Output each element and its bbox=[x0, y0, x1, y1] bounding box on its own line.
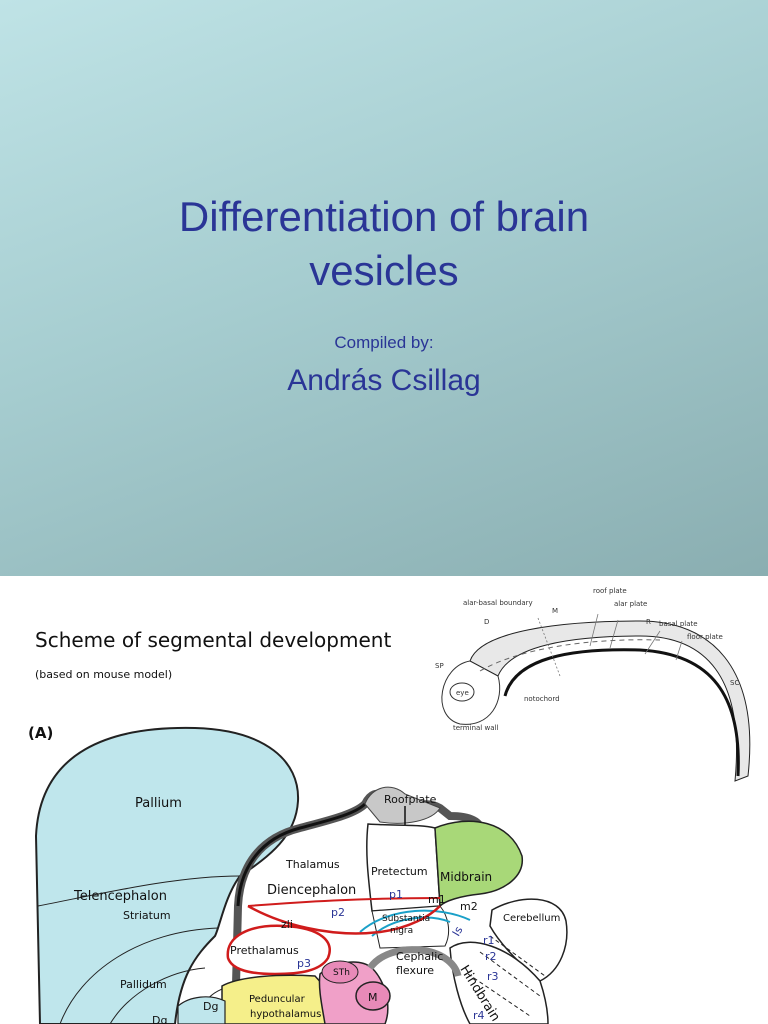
label-thalamus: Thalamus bbox=[285, 858, 340, 871]
label-r1: r1 bbox=[483, 934, 495, 947]
label-dg-2: Dg bbox=[152, 1014, 167, 1024]
inset-label-d: D bbox=[484, 618, 489, 626]
label-zli: zli bbox=[281, 918, 293, 931]
label-midbrain: Midbrain bbox=[440, 870, 492, 884]
diagram-subtitle: (based on mouse model) bbox=[35, 668, 173, 681]
panel-label: (A) bbox=[28, 724, 53, 742]
diagram-title: Scheme of segmental development bbox=[35, 628, 392, 652]
inset-label-floor-plate: floor plate bbox=[687, 633, 723, 641]
label-cephalic: Cephalic bbox=[396, 950, 443, 963]
label-diencephalon: Diencephalon bbox=[267, 883, 356, 898]
label-pallidum: Pallidum bbox=[120, 978, 167, 991]
label-p1: p1 bbox=[389, 888, 403, 901]
label-telencephalon: Telencephalon bbox=[73, 889, 167, 904]
inset-label-alar-plate: alar plate bbox=[614, 600, 647, 608]
label-hypothalamus: hypothalamus bbox=[250, 1009, 321, 1020]
neural-tube-inset: roof plate alar-basal boundary alar plat… bbox=[435, 587, 751, 782]
label-p3: p3 bbox=[297, 957, 311, 970]
label-dg: Dg bbox=[203, 1000, 218, 1013]
inset-label-roof-plate: roof plate bbox=[593, 587, 627, 595]
inset-label-terminal-wall: terminal wall bbox=[453, 724, 498, 732]
slide-title: Differentiation of brain vesicles bbox=[0, 190, 768, 298]
prethalamus-region bbox=[226, 924, 331, 976]
label-r2: r2 bbox=[485, 950, 497, 963]
label-peduncular: Peduncular bbox=[249, 994, 306, 1005]
cerebellum-region bbox=[489, 898, 568, 982]
label-m1: m1 bbox=[428, 893, 446, 906]
inset-label-m: M bbox=[552, 607, 558, 615]
label-prethalamus: Prethalamus bbox=[230, 944, 299, 957]
pallium-region bbox=[34, 726, 300, 1024]
diagram-slide: Scheme of segmental development (based o… bbox=[0, 576, 768, 1024]
brain-scheme: Pallium Telencephalon Striatum Pallidum … bbox=[34, 726, 568, 1024]
inset-label-alar-basal-boundary: alar-basal boundary bbox=[463, 599, 533, 607]
inset-label-basal-plate: basal plate bbox=[659, 620, 698, 628]
title-line-1: Differentiation of brain bbox=[178, 193, 590, 240]
label-r4: r4 bbox=[473, 1009, 485, 1022]
label-m: M bbox=[368, 991, 378, 1004]
label-substantia: Substantia bbox=[382, 914, 430, 924]
midbrain-region bbox=[434, 820, 523, 908]
label-sth: STh bbox=[333, 968, 350, 978]
inset-label-eye: eye bbox=[456, 689, 469, 697]
label-m2: m2 bbox=[460, 900, 478, 913]
label-nigra: nigra bbox=[390, 926, 413, 936]
title-slide: Differentiation of brain vesicles Compil… bbox=[0, 0, 768, 576]
compiled-by-label: Compiled by: bbox=[334, 333, 434, 352]
eye-shape bbox=[449, 682, 475, 702]
title-line-2: vesicles bbox=[309, 247, 459, 294]
label-roofplate: Roofplate bbox=[384, 793, 437, 806]
sth-nucleus bbox=[321, 960, 359, 984]
label-is: Is bbox=[450, 924, 466, 939]
m-nucleus bbox=[355, 981, 391, 1011]
inset-label-sc: SC bbox=[730, 679, 739, 687]
label-pallium: Pallium bbox=[135, 796, 182, 811]
inset-label-r: R bbox=[646, 618, 651, 626]
inset-label-sp: SP bbox=[435, 662, 444, 670]
label-flexure: flexure bbox=[396, 964, 434, 977]
label-striatum: Striatum bbox=[123, 909, 171, 922]
label-r3: r3 bbox=[487, 970, 499, 983]
inset-label-notochord: notochord bbox=[524, 695, 560, 703]
label-cerebellum: Cerebellum bbox=[503, 913, 560, 924]
brain-diagram: roof plate alar-basal boundary alar plat… bbox=[28, 587, 751, 1024]
label-p2: p2 bbox=[331, 906, 345, 919]
author-name: András Csillag bbox=[287, 364, 481, 397]
label-pretectum: Pretectum bbox=[371, 865, 428, 878]
